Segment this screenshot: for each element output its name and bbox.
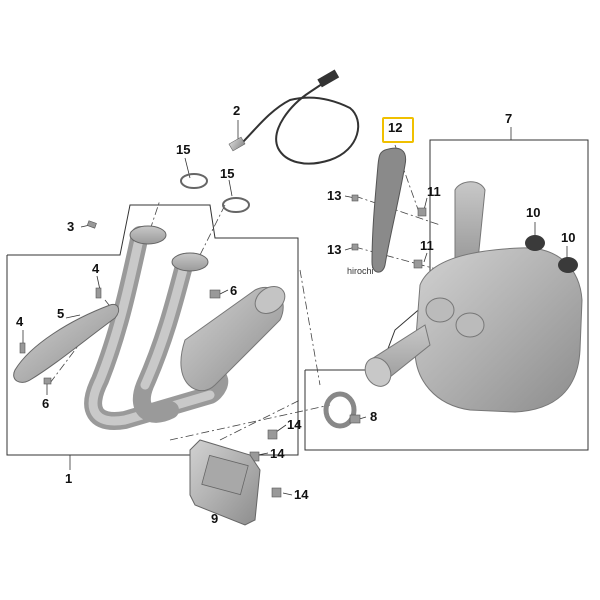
callout-9: 9 xyxy=(211,511,219,526)
bracket-9 xyxy=(189,439,261,526)
group-outline-headers xyxy=(6,204,299,456)
heat-shield-5 xyxy=(13,303,120,383)
callout-14-upper: 14 xyxy=(287,417,302,432)
rubber-mounts-10 xyxy=(525,235,578,273)
callout-2: 2 xyxy=(233,103,241,118)
callout-5: 5 xyxy=(57,306,65,321)
callout-6-lower: 6 xyxy=(42,396,50,411)
callout-12: 12 xyxy=(388,120,403,135)
callout-7: 7 xyxy=(505,111,513,126)
callout-8: 8 xyxy=(370,409,378,424)
small-fasteners xyxy=(19,194,427,498)
clamp-8 xyxy=(323,391,361,429)
callout-10-right: 10 xyxy=(561,230,576,245)
silencer-7 xyxy=(364,181,583,413)
highlight-frame xyxy=(382,117,414,143)
heat-guard-12 xyxy=(371,147,407,273)
callout-15-lower: 15 xyxy=(220,166,235,181)
callout-4-upper: 4 xyxy=(92,261,100,276)
callout-11-lower: 11 xyxy=(420,238,434,253)
header-pipes xyxy=(84,225,286,430)
callout-14-middle: 14 xyxy=(270,446,285,461)
gasket-15-upper xyxy=(180,173,208,189)
watermark: hirochi xyxy=(347,266,374,276)
callout-10-left: 10 xyxy=(526,205,541,220)
callout-14-lower: 14 xyxy=(294,487,309,502)
callout-4-lower: 4 xyxy=(16,314,24,329)
callout-13-upper: 13 xyxy=(327,188,342,203)
gasket-15-lower xyxy=(222,197,250,213)
oxygen-sensor xyxy=(228,69,360,165)
callout-13-lower: 13 xyxy=(327,242,342,257)
callout-11-upper: 11 xyxy=(427,184,441,199)
callout-6-upper: 6 xyxy=(230,283,238,298)
callout-3: 3 xyxy=(67,219,75,234)
callout-15-upper: 15 xyxy=(176,142,191,157)
callout-1: 1 xyxy=(65,471,73,486)
